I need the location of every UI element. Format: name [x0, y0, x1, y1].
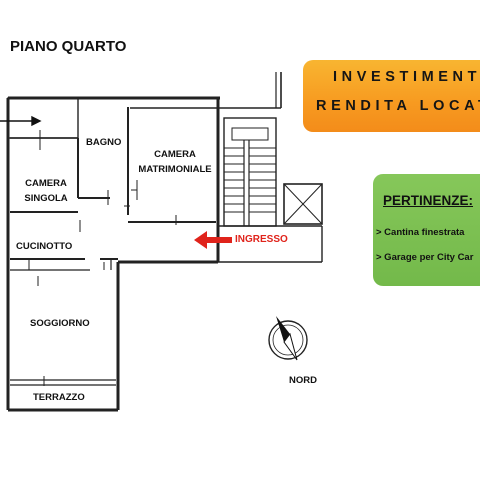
room-label-bagno: BAGNO — [86, 137, 122, 148]
room-label-soggiorno: SOGGIORNO — [30, 318, 90, 329]
north-label: NORD — [289, 375, 317, 386]
room-label-line: MATRIMONIALE — [138, 164, 212, 175]
landing — [231, 127, 269, 141]
lift-cross — [283, 183, 323, 225]
room-label-line: SINGOLA — [24, 193, 68, 204]
banner-line-2: RENDITA LOCATIVA — [316, 98, 480, 114]
arrow-right-icon — [0, 115, 42, 127]
room-label-cucinotto: CUCINOTTO — [16, 241, 73, 252]
compass-icon — [268, 316, 308, 361]
lift-shaft — [283, 183, 323, 225]
pertinenze-item: > Cantina finestrata — [376, 227, 465, 238]
pertinenze-box: PERTINENZE: > Cantina finestrata > Garag… — [373, 174, 480, 286]
pertinenze-title: PERTINENZE: — [383, 193, 474, 208]
room-label-line: CAMERA — [154, 149, 196, 160]
pertinenze-item: > Garage per City Car — [376, 252, 474, 263]
entrance-arrow-icon — [194, 231, 232, 249]
room-label-line: CAMERA — [25, 178, 67, 189]
banner-line-1: INVESTIMENTO — [333, 69, 480, 85]
investment-banner: INVESTIMENTO RENDITA LOCATIVA — [303, 60, 480, 132]
outer-wall-double — [7, 97, 79, 139]
room-label-camera-singola: CAMERA SINGOLA — [12, 176, 80, 206]
room-label-camera-matrimoniale: CAMERA MATRIMONIALE — [134, 147, 216, 177]
room-label-terrazzo: TERRAZZO — [33, 392, 85, 403]
floor-title: PIANO QUARTO — [10, 38, 127, 55]
entrance-label: INGRESSO — [235, 234, 288, 245]
